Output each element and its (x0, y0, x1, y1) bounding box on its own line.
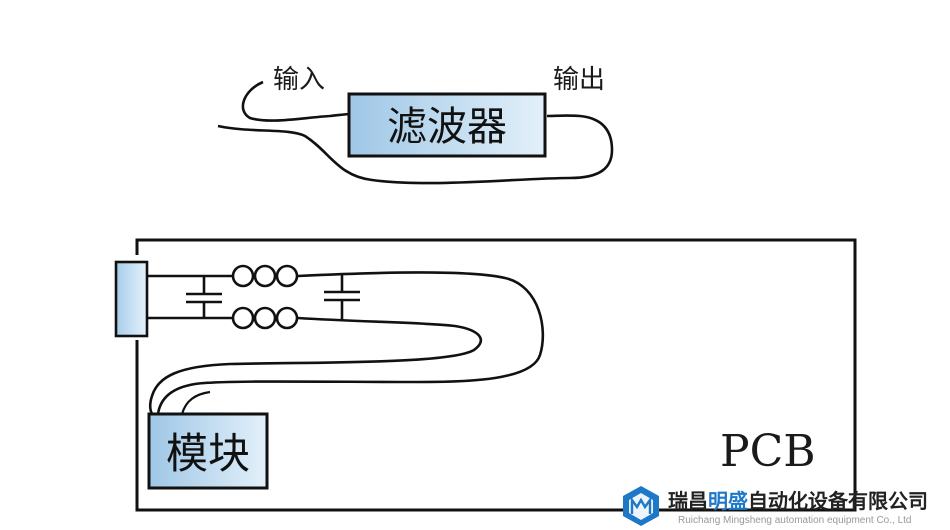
company-name-part2: 明盛 (708, 489, 748, 513)
connector-block (114, 260, 149, 338)
filter-box (347, 92, 547, 158)
lower-trace (147, 316, 483, 415)
input-label: 输入 (273, 65, 325, 95)
pcb-outline (135, 238, 857, 512)
module-box (147, 412, 269, 490)
upper-inductor-icon (231, 264, 299, 288)
module-label: 模块 (166, 429, 250, 478)
company-subtitle: Ruichang Mingsheng automation equipment … (678, 515, 911, 526)
input-wire (241, 80, 353, 122)
filter-label: 滤波器 (387, 104, 507, 150)
company-watermark: 瑞昌明盛自动化设备有限公司 Ruichang Mingsheng automat… (623, 486, 928, 526)
pcb-label: PCB (720, 426, 816, 477)
company-name-part3: 自动化设备有限公司 (748, 489, 928, 513)
upper-trace (147, 271, 545, 415)
left-capacitor-icon (186, 276, 222, 318)
ms-hexagon-logo-icon (623, 486, 659, 526)
right-capacitor-icon (324, 274, 360, 320)
module-feed-trace (180, 390, 211, 415)
company-name: 瑞昌明盛自动化设备有限公司 (668, 489, 928, 513)
return-wire (217, 114, 614, 185)
company-name-part1: 瑞昌 (668, 489, 708, 513)
output-label: 输出 (553, 65, 605, 95)
lower-inductor-icon (231, 306, 299, 330)
